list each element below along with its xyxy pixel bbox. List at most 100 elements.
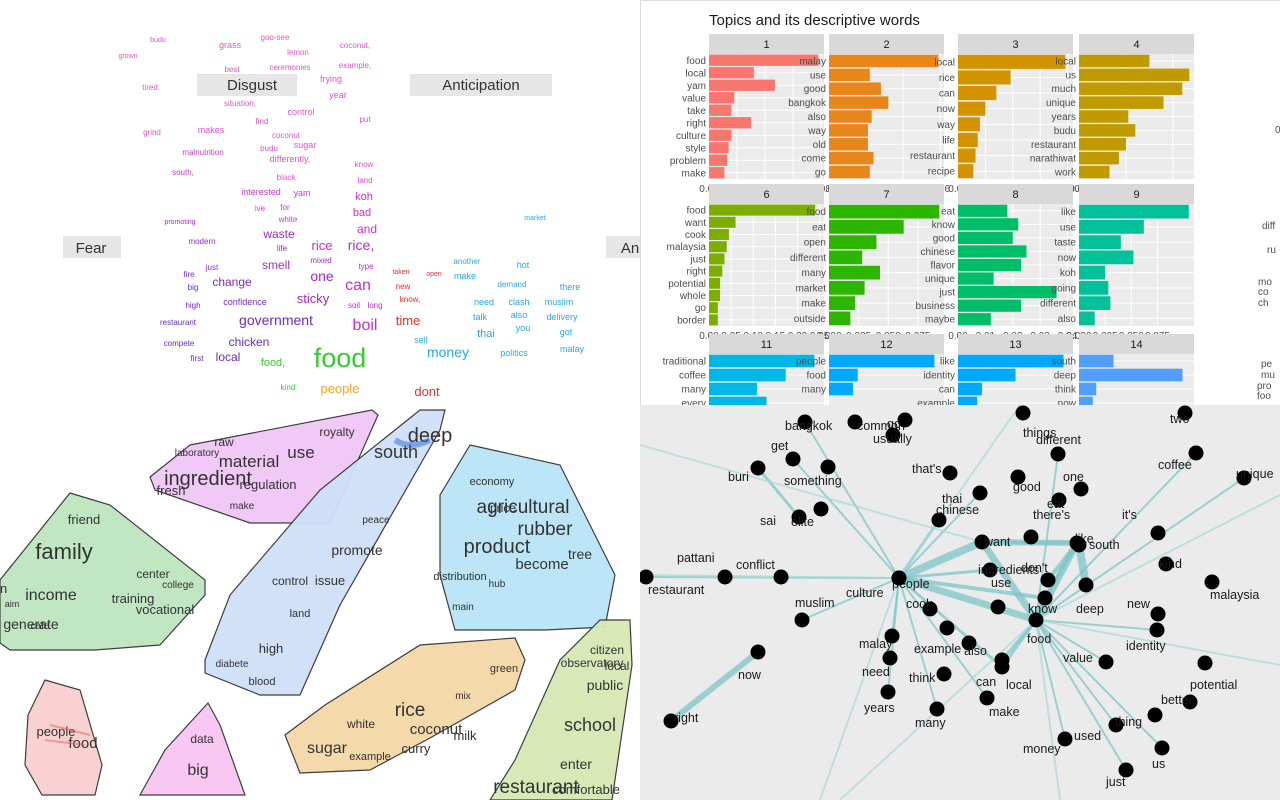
topic-term-label: think bbox=[1055, 385, 1077, 396]
topic-term-label: like bbox=[1061, 207, 1076, 218]
topic-term-label: years bbox=[1052, 112, 1076, 123]
topic-term-label: right bbox=[687, 267, 707, 278]
topic-term-label: now bbox=[937, 104, 956, 115]
topic-bar bbox=[709, 129, 732, 141]
network-node bbox=[791, 509, 807, 525]
cloud-word: dont bbox=[414, 384, 440, 399]
cluster-word: raw bbox=[214, 435, 234, 449]
network-node-label: think bbox=[909, 671, 936, 685]
network-node bbox=[1150, 606, 1166, 622]
cluster-word: vocational bbox=[136, 602, 195, 617]
cloud-word: put bbox=[359, 115, 371, 124]
cloud-word: white bbox=[278, 215, 298, 224]
cloud-word: yam bbox=[293, 188, 310, 198]
network-edge bbox=[668, 649, 761, 724]
topic-edge-fragment: co bbox=[1258, 287, 1269, 298]
network-node bbox=[1108, 717, 1124, 733]
topic-bar bbox=[709, 265, 723, 277]
cloud-word: south, bbox=[172, 168, 194, 177]
topic-term-label: cook bbox=[685, 230, 707, 241]
topic-term-label: border bbox=[677, 315, 707, 326]
topic-term-label: also bbox=[808, 112, 827, 123]
cluster-hull bbox=[439, 444, 616, 631]
topic-bar bbox=[709, 229, 729, 240]
cloud-word: first bbox=[191, 354, 205, 363]
topic-term-label: take bbox=[687, 106, 706, 117]
cloud-word: and bbox=[357, 222, 377, 236]
network-edge bbox=[792, 458, 900, 579]
topic-bar bbox=[1079, 204, 1189, 219]
topic-term-label: can bbox=[939, 89, 955, 100]
network-node bbox=[1158, 556, 1174, 572]
facet-strip bbox=[958, 184, 1073, 204]
facet-strip-label: 6 bbox=[763, 189, 769, 201]
topic-edge-fragment: pe bbox=[1261, 359, 1273, 370]
network-node bbox=[931, 512, 947, 528]
network-node-label: malay bbox=[859, 637, 893, 651]
topic-term-label: potential bbox=[668, 279, 706, 290]
topic-bar bbox=[1079, 296, 1111, 310]
cloud-word: situation, bbox=[224, 99, 256, 108]
network-node bbox=[939, 620, 955, 636]
network-node bbox=[1177, 405, 1193, 421]
network-node bbox=[994, 659, 1010, 675]
network-node bbox=[1023, 529, 1039, 545]
topic-bar bbox=[829, 82, 881, 95]
network-node bbox=[1057, 731, 1073, 747]
network-edge bbox=[801, 577, 900, 621]
cloud-word: people bbox=[320, 381, 359, 396]
topic-term-label: us bbox=[1065, 70, 1076, 81]
cloud-word: can bbox=[345, 277, 371, 294]
network-node bbox=[936, 666, 952, 682]
network-node-label: conflict bbox=[736, 558, 775, 572]
cloud-word: bad bbox=[353, 207, 371, 219]
network-edge bbox=[640, 444, 983, 543]
topic-bar bbox=[958, 299, 1021, 312]
network-node-label: thai bbox=[942, 492, 962, 506]
cloud-word: rice, bbox=[348, 237, 374, 253]
topic-term-label: know bbox=[932, 220, 956, 231]
cloud-word: fire bbox=[183, 270, 195, 279]
topic-bar bbox=[829, 220, 904, 234]
network-node-label: identity bbox=[1126, 639, 1166, 653]
topic-bar bbox=[709, 396, 767, 405]
network-node bbox=[750, 644, 766, 660]
topic-term-label: can bbox=[939, 385, 955, 396]
topic-bar bbox=[958, 313, 991, 326]
topic-term-label: just bbox=[689, 254, 706, 265]
cluster-word: use bbox=[287, 443, 314, 462]
topic-bar bbox=[1079, 68, 1190, 82]
cluster-word: coconut bbox=[410, 721, 463, 738]
cloud-word: grind bbox=[143, 128, 161, 137]
topic-bar bbox=[958, 218, 1019, 231]
cloud-word: coconut bbox=[272, 131, 301, 140]
topic-edge-fragment: diff bbox=[1262, 221, 1275, 232]
cluster-word: white bbox=[346, 717, 375, 731]
topic-facet-1: 1foodlocalyamvaluetakerightculturestylep… bbox=[670, 34, 831, 195]
cluster-word: generate bbox=[3, 616, 58, 632]
network-edge bbox=[1035, 619, 1158, 631]
topic-bar bbox=[829, 110, 872, 123]
cloud-word: food bbox=[314, 343, 367, 373]
topic-term-label: recipe bbox=[928, 167, 956, 178]
facet-strip-label: 4 bbox=[1133, 39, 1139, 51]
network-node bbox=[717, 569, 733, 585]
network-edge bbox=[978, 538, 1040, 624]
network-node-label: right bbox=[674, 711, 699, 725]
topic-edge-fragment: ch bbox=[1258, 298, 1269, 309]
network-node bbox=[1182, 694, 1198, 710]
cloud-word: taken bbox=[392, 269, 409, 276]
network-node-label: usually bbox=[873, 432, 913, 446]
topic-bar bbox=[1079, 165, 1110, 179]
network-node-label: example bbox=[914, 642, 961, 656]
network-node bbox=[1071, 537, 1087, 553]
facet-strip-label: 1 bbox=[763, 39, 769, 51]
cluster-word: agricultural bbox=[477, 497, 570, 518]
cluster-word: example bbox=[349, 751, 391, 763]
cloud-word: restaurant bbox=[160, 318, 197, 327]
topic-term-label: come bbox=[802, 154, 827, 165]
cluster-word: peace bbox=[362, 515, 390, 526]
topic-term-label: value bbox=[682, 93, 706, 104]
